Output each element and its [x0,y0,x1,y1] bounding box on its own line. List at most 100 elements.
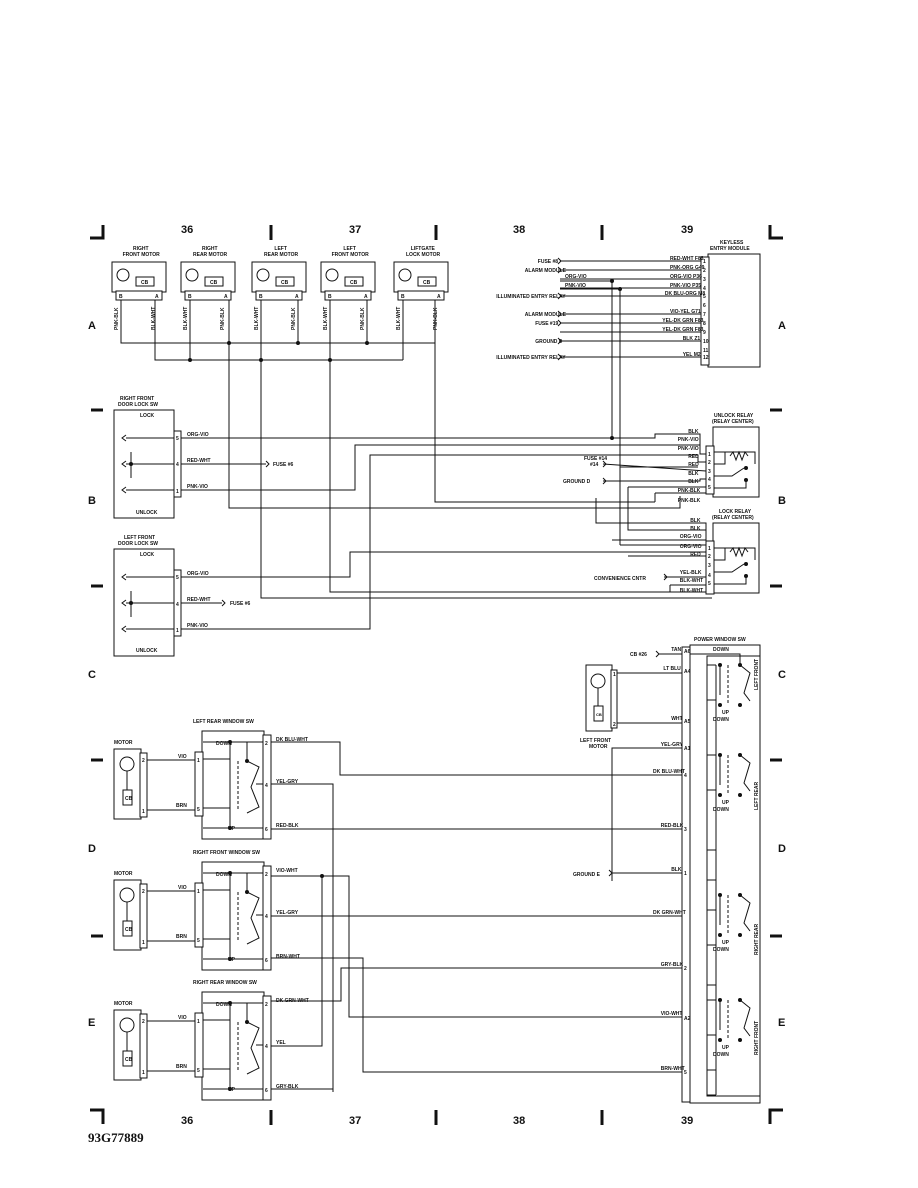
row-label-c: C [88,669,96,681]
unlock-relay-fuse: FUSE #14 [584,456,607,462]
motor-title-1: LIFTGATE [411,246,436,252]
lf-door-pin-1: 1 [176,628,179,634]
pws-wire: TAN [671,647,681,653]
cb-label: CB [141,280,149,286]
motor-title-2: LOCK MOTOR [406,252,440,258]
pws-up: UP [722,940,730,946]
lf-door-pin-4: 4 [176,602,179,608]
keyless-wire: BLK Z1 [683,336,701,342]
row-label-a-right: A [778,320,786,332]
unlock-relay-wire: BLK [688,471,699,477]
row-label-b: B [88,495,96,507]
window-switch-title: LEFT REAR WINDOW SW [193,719,254,725]
pws-up: UP [722,710,730,716]
lf-motor-title-1: LEFT FRONT [580,738,611,744]
pws-wire: RED-BLK [661,823,684,829]
keyless-wire: PNK-VIO P35 [670,283,701,289]
window-motor-wire: BRN [176,803,187,809]
wire [690,653,741,666]
row-label-e-right: E [778,1017,785,1029]
motor-connector [115,290,163,301]
connector-symbol [557,353,562,361]
pws-switch-blade [719,754,751,792]
lock-relay-title-1: LOCK RELAY [719,509,752,515]
col-label-38-bottom: 38 [513,1115,525,1127]
pws-pin: A4 [684,669,691,675]
pws-pin: 1 [684,871,687,877]
pws-wire: BRN-WHT [661,1066,685,1072]
window-motor-cb-label: CB [125,927,133,933]
unlock-relay-wire: PNK-BLK [678,498,701,504]
window-motor-wire: BRN [176,934,187,940]
lf-door-sw-lock: LOCK [140,552,155,558]
lock-relay-conv: CONVENIENCE CNTR [594,576,646,582]
junction-dot [718,753,722,757]
window-switch-pin: 6 [265,827,268,833]
col-label-38: 38 [513,224,525,236]
wire [603,478,706,482]
pws-pin: A5 [684,719,691,725]
junction-dot [738,998,742,1002]
lf-motor-pin-1: 1 [613,672,616,678]
circuit-breaker [417,276,437,287]
pws-wire: YEL-GRY [661,742,684,748]
lf-door-sw-title-1: LEFT FRONT [124,535,155,541]
junction-dot [718,893,722,897]
motor-wire-b: PNK-BLK [114,307,120,330]
keyless-wire: YEL M2 [683,352,701,358]
keyless-source: ALARM MODULE [525,268,567,274]
keyless-pin: 8 [703,321,706,327]
motor-wire-b: BLK-WHT [183,307,189,330]
circuit-breaker [204,276,224,287]
keyless-pin: 12 [703,355,709,361]
keyless-source: FUSE #19 [535,321,558,327]
window-motor-pin: 1 [142,940,145,946]
junction-dot [245,890,249,894]
motor-pin-a: A [224,294,228,300]
window-switch-body [201,730,265,840]
right-front-door-lock-switch: RIGHT FRONT DOOR LOCK SW LOCK UNLOCK 5 4… [113,396,655,519]
motor-pin-b: B [119,294,123,300]
pws-switch-blade [719,894,751,932]
junction-dot [228,957,232,961]
rf-door-wire-pnkvio: PNK-VIO [187,484,208,490]
unlock-relay-pin: 5 [708,485,711,491]
keyless-title-1: KEYLESS [720,240,744,246]
motor-pin-a: A [295,294,299,300]
window-switch-motor-connector [194,751,204,817]
keyless-wire: YEL-DK GRN F83 [662,327,703,333]
unlock-relay-pin: 3 [708,469,711,475]
keyless-wire: DK BLU-ORG M8 [665,291,705,297]
junction-dot [610,436,614,440]
junction-dot [718,703,722,707]
relay-internal [714,451,756,464]
relay-internal [714,548,726,561]
arrow [121,460,127,468]
window-switch-connector [262,734,272,840]
rf-door-pin-1: 1 [176,489,179,495]
keyless-pin: 7 [703,312,706,318]
window-motor-connector [139,1013,148,1079]
lock-relay-pin: 1 [708,546,711,552]
junction-dot [718,793,722,797]
keyless-alarm-wire-2: PNK-VIO [565,283,586,289]
motor-symbol [256,268,270,282]
unlock-relay-pin: 1 [708,452,711,458]
wire [655,496,681,509]
pws-wire: WHT [671,716,682,722]
pws-pin: A2 [684,1016,691,1022]
window-motor-pin: 1 [142,809,145,815]
wire [655,454,706,463]
unlock-relay-wire: PNK-VIO [678,437,699,443]
rf-door-sw-title-1: RIGHT FRONT [120,396,154,402]
rf-door-fuse: FUSE #6 [273,462,294,468]
junction-dot [718,933,722,937]
wire [595,498,707,548]
row-label-c-right: C [778,669,786,681]
keyless-pin: 4 [703,286,706,292]
window-switch-pin: 6 [265,1088,268,1094]
switch-blade [246,760,260,814]
col-label-37: 37 [349,224,361,236]
